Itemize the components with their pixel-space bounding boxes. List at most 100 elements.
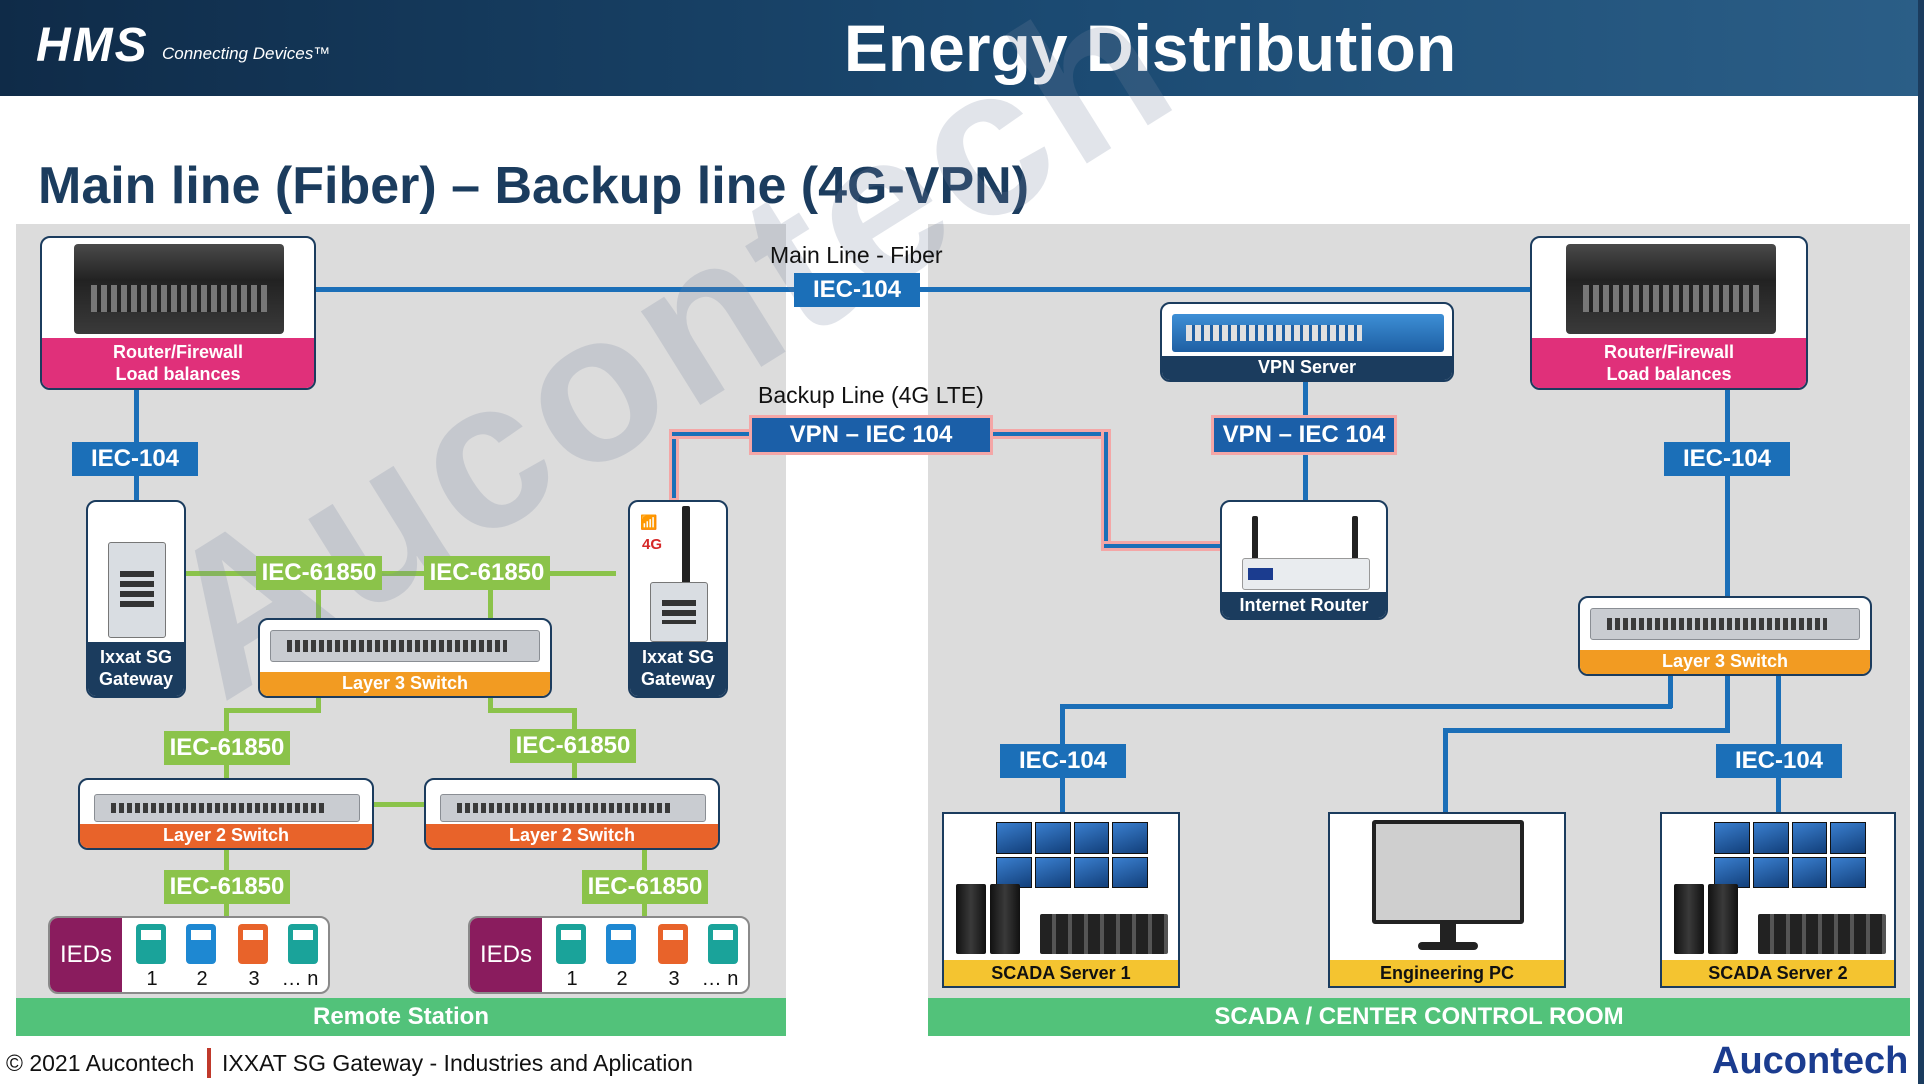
ied-device-icon: [606, 924, 636, 964]
ied-device-icon: [288, 924, 318, 964]
control-router-caption-line1: Router/Firewall: [1603, 342, 1735, 362]
ied-number: … n: [281, 968, 319, 990]
main-line-caption: Main Line - Fiber: [770, 242, 943, 268]
ied-number: 3: [248, 968, 260, 990]
vpn-gateway-horizontal-line: [672, 432, 762, 436]
ied-number: 1: [146, 968, 158, 990]
server-row-image: [1758, 914, 1886, 954]
ied-device-icon: [186, 924, 216, 964]
router-image: [1566, 244, 1776, 334]
vpn-server-image: [1172, 314, 1444, 352]
control-router-caption-line2: Load balances: [1606, 364, 1732, 384]
scada2-link-label: IEC-104: [1716, 744, 1842, 778]
server-rack-image: [956, 884, 986, 954]
control-router-link-label: IEC-104: [1664, 442, 1790, 476]
vpn-to-router-line: [1104, 544, 1222, 548]
gw-link-right-label: IEC-61850: [424, 556, 550, 590]
right-router-to-switch-line: [1725, 388, 1730, 598]
backup-line-caption: Backup Line (4G LTE): [758, 382, 984, 408]
gateway-4g-caption: Ixxat SG Gateway: [630, 642, 726, 696]
ied-device-icon: [556, 924, 586, 964]
vpn-gateway-up-line: [672, 432, 676, 498]
server-rack-image: [990, 884, 1020, 954]
l3-right-up-line: [488, 571, 493, 619]
l3-left-down-line: [316, 688, 321, 713]
gateway-main-caption-line1: Ixxat SG: [99, 647, 173, 667]
page-title: Energy Distribution: [843, 11, 1457, 85]
remote-router-firewall: Router/Firewall Load balances: [40, 236, 316, 390]
control-router-caption: Router/Firewall Load balances: [1532, 338, 1806, 388]
switch-to-scada1-vert: [1668, 666, 1673, 708]
video-wall: [996, 822, 1148, 888]
internet-router: Internet Router: [1220, 500, 1388, 620]
ixxat-gateway-4g: 📶 4G Ixxat SG Gateway: [628, 500, 728, 698]
gateway-green-link-line: [186, 571, 616, 576]
server-rack-image: [1708, 884, 1738, 954]
ixxat-gateway-main: Ixxat SG Gateway: [86, 500, 186, 698]
brand-logo-text: Aucontech: [1712, 1040, 1909, 1082]
monitor-base: [1418, 942, 1478, 950]
remote-router-caption-line2: Load balances: [115, 364, 241, 384]
header-bar: [0, 0, 1924, 96]
l2-right-caption: Layer 2 Switch: [426, 824, 718, 848]
hms-logo: HMS Connecting Devices™: [36, 14, 376, 84]
ied-number: 2: [616, 968, 628, 990]
monitor-image: [1372, 820, 1524, 924]
ied-group-left-label: IEDs: [50, 918, 122, 992]
ied-number: … n: [701, 968, 739, 990]
switch-image: [1590, 608, 1860, 640]
gateway-4g-image: [650, 582, 708, 642]
engineering-pc: Engineering PC: [1328, 812, 1566, 988]
antenna-image: [1252, 516, 1258, 566]
l2-right-horizontal-line: [488, 708, 576, 713]
ied-number: 2: [196, 968, 208, 990]
vpn-label-left: VPN – IEC 104: [752, 418, 990, 452]
ied-device-icon: [238, 924, 268, 964]
remote-router-link-label: IEC-104: [72, 442, 198, 476]
diagram-subtitle: Main line (Fiber) – Backup line (4G-VPN): [38, 157, 1030, 215]
main-line-protocol-label: IEC-104: [794, 273, 920, 307]
logo-mark: HMS: [36, 19, 149, 72]
scada2-caption: SCADA Server 2: [1662, 960, 1894, 986]
l3-link-right-label: IEC-61850: [510, 729, 636, 763]
control-router-firewall: Router/Firewall Load balances: [1530, 236, 1808, 390]
vpn-mid-down-line: [1104, 432, 1108, 546]
right-edge-bar: [1918, 0, 1924, 1084]
engineering-pc-caption: Engineering PC: [1330, 960, 1564, 986]
remote-l3-caption: Layer 3 Switch: [260, 672, 550, 696]
badge-4g: 4G: [642, 536, 663, 553]
control-layer3-switch: Layer 3 Switch: [1578, 596, 1872, 676]
vpn-server: VPN Server: [1160, 302, 1454, 382]
l2-left-caption: Layer 2 Switch: [80, 824, 372, 848]
l2-interconnect-line: [372, 802, 424, 807]
remote-layer3-switch: Layer 3 Switch: [258, 618, 552, 698]
monitor-stand: [1440, 924, 1456, 944]
scada1-horizontal-line: [1060, 704, 1672, 709]
l3-right-down-line: [488, 688, 493, 713]
control-room-label: SCADA / CENTER CONTROL ROOM: [928, 998, 1910, 1036]
video-wall: [1714, 822, 1866, 888]
ied-number: 3: [668, 968, 680, 990]
l3-left-up-line: [316, 571, 321, 619]
ied-group-right: IEDs 1 2 3 … n: [468, 916, 750, 994]
server-row-image: [1040, 914, 1168, 954]
switch-image: [94, 794, 360, 822]
copyright-text: © 2021 Aucontech: [6, 1050, 195, 1076]
ied-group-left: IEDs 1 2 3 … n: [48, 916, 330, 994]
vpn-server-caption: VPN Server: [1162, 356, 1452, 380]
gateway-main-caption: Ixxat SG Gateway: [88, 642, 184, 696]
switch-image: [440, 794, 706, 822]
logo-tagline: Connecting Devices™: [162, 44, 331, 63]
gateway-4g-caption-line1: Ixxat SG: [641, 647, 715, 667]
antenna-image: [682, 506, 690, 588]
l2-left-horizontal-line: [224, 708, 316, 713]
pc-drop-line: [1443, 728, 1448, 814]
l2-link-left-label: IEC-61850: [164, 870, 290, 904]
internet-router-image: [1242, 558, 1370, 590]
l3-link-left-label: IEC-61850: [164, 731, 290, 765]
scada-server-2: SCADA Server 2: [1660, 812, 1896, 988]
footer-description: IXXAT SG Gateway - Industries and Aplica…: [222, 1050, 693, 1076]
gateway-4g-caption-line2: Gateway: [640, 669, 716, 689]
scada1-caption: SCADA Server 1: [944, 960, 1178, 986]
layer2-switch-left: Layer 2 Switch: [78, 778, 374, 850]
